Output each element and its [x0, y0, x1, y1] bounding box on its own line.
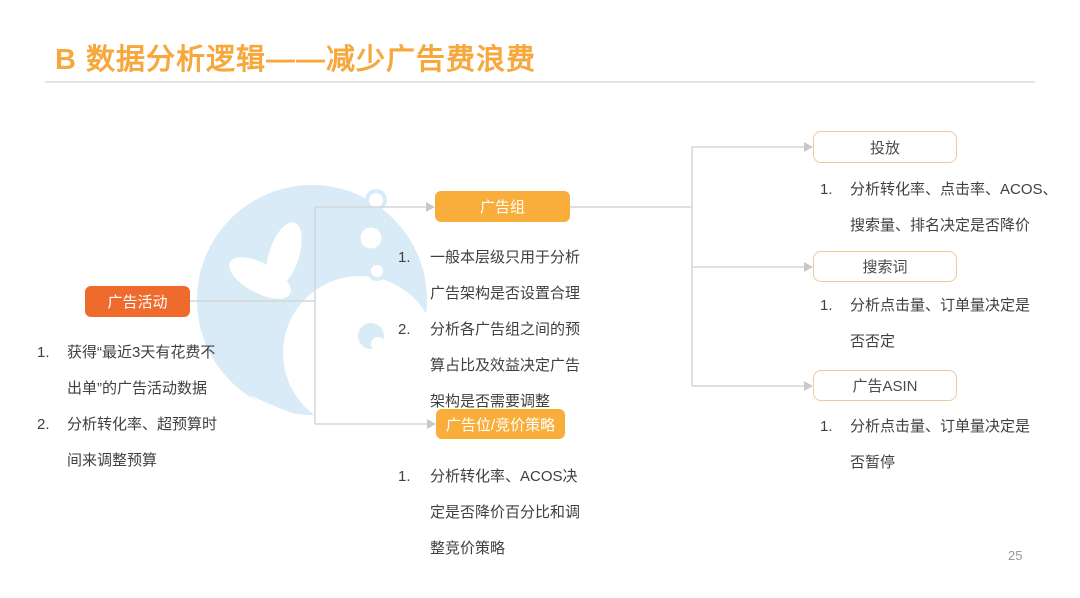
list-item: 1. 一般本层级只用于分析广告架构是否设置合理 [398, 249, 581, 302]
search-term-notes-list: 1. 分析点击量、订单量决定是否否定 [820, 288, 1038, 360]
node-targeting: 投放 [813, 131, 957, 163]
ad-asin-notes-list: 1. 分析点击量、订单量决定是否暂停 [820, 409, 1038, 481]
title-divider [45, 81, 1035, 83]
arrow-right-icon [426, 142, 813, 429]
list-item: 2. 分析转化率、超预算时间来调整预算 [37, 416, 218, 469]
targeting-notes-list: 1. 分析转化率、点击率、ACOS、搜索量、排名决定是否降价 [820, 172, 1064, 244]
node-ad-asin: 广告ASIN [813, 370, 957, 401]
list-item: 2. 分析各广告组之间的预算占比及效益决定广告架构是否需要调整 [398, 321, 581, 410]
list-item: 1. 分析点击量、订单量决定是否暂停 [820, 418, 1031, 471]
page-title: B 数据分析逻辑——减少广告费浪费 [55, 44, 537, 76]
node-placement-bidding-label: 广告位/竞价策略 [445, 416, 556, 434]
ad-group-notes-list: 1. 一般本层级只用于分析广告架构是否设置合理 2. 分析各广告组之间的预算占比… [398, 240, 592, 420]
node-placement-bidding: 广告位/竞价策略 [436, 409, 565, 439]
node-targeting-label: 投放 [869, 139, 900, 157]
page-number: 25 [1008, 548, 1023, 563]
node-search-term: 搜索词 [813, 251, 957, 282]
list-item: 1. 分析转化率、ACOS决定是否降价百分比和调整竞价策略 [398, 468, 581, 557]
node-ad-group-label: 广告组 [479, 199, 525, 216]
node-ad-group: 广告组 [435, 191, 570, 222]
node-ad-campaign-label: 广告活动 [107, 294, 168, 311]
list-item: 1. 分析点击量、订单量决定是否否定 [820, 297, 1031, 350]
campaign-notes-list: 1. 获得“最近3天有花费不出单”的广告活动数据 2. 分析转化率、超预算时间来… [37, 335, 229, 479]
node-ad-campaign: 广告活动 [85, 286, 190, 317]
list-item: 1. 获得“最近3天有花费不出单”的广告活动数据 [37, 344, 216, 397]
placement-notes-list: 1. 分析转化率、ACOS决定是否降价百分比和调整竞价策略 [398, 459, 592, 567]
node-search-term-label: 搜索词 [862, 259, 908, 276]
node-ad-asin-label: 广告ASIN [852, 378, 918, 395]
list-item: 1. 分析转化率、点击率、ACOS、搜索量、排名决定是否降价 [820, 181, 1058, 234]
